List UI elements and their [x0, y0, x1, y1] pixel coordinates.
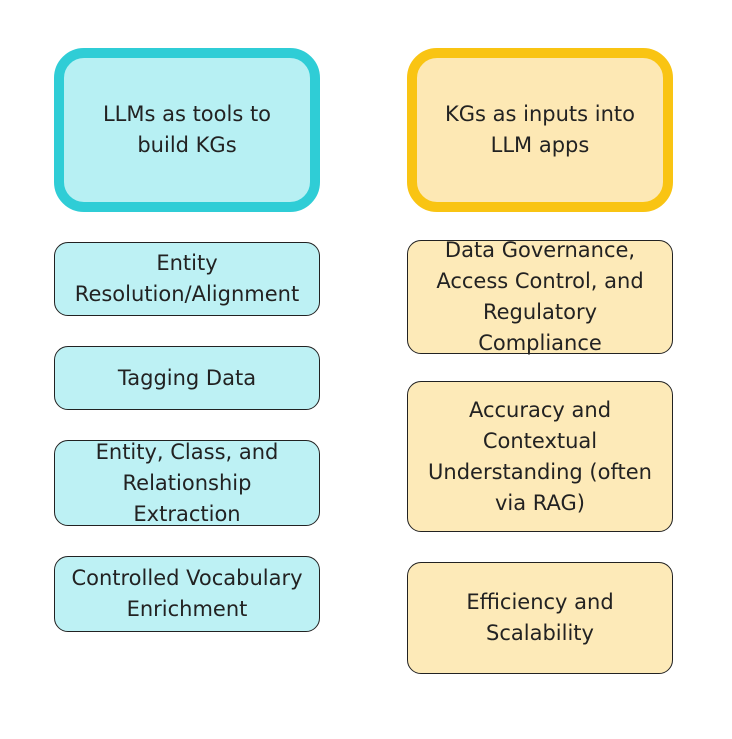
- right-item-efficiency: Efficiency and Scalability: [407, 562, 673, 674]
- right-item-label: Data Governance, Access Control, and Reg…: [436, 238, 644, 355]
- right-header-label: KGs as inputs into LLM apps: [444, 102, 635, 157]
- right-item-data-governance: Data Governance, Access Control, and Reg…: [407, 238, 673, 355]
- left-item-vocabulary-enrichment: Controlled Vocabulary Enrichment: [54, 556, 320, 632]
- left-item-tagging-data: Tagging Data: [54, 346, 320, 410]
- left-item-label: Controlled Vocabulary Enrichment: [71, 566, 303, 621]
- left-item-label: Entity, Class, and Relationship Extracti…: [95, 439, 279, 526]
- left-item-label: Tagging Data: [117, 365, 257, 390]
- left-header-label: LLMs as tools to build KGs: [102, 102, 272, 157]
- left-item-label: Entity Resolution/Alignment: [74, 251, 300, 306]
- right-header-box: KGs as inputs into LLM apps: [407, 48, 673, 212]
- left-item-entity-resolution: Entity Resolution/Alignment: [54, 242, 320, 316]
- right-item-label: Efficiency and Scalability: [466, 590, 614, 645]
- right-item-accuracy: Accuracy and Contextual Understanding (o…: [407, 381, 673, 532]
- right-item-label: Accuracy and Contextual Understanding (o…: [428, 397, 652, 515]
- left-item-extraction: Entity, Class, and Relationship Extracti…: [54, 440, 320, 526]
- left-header-box: LLMs as tools to build KGs: [54, 48, 320, 212]
